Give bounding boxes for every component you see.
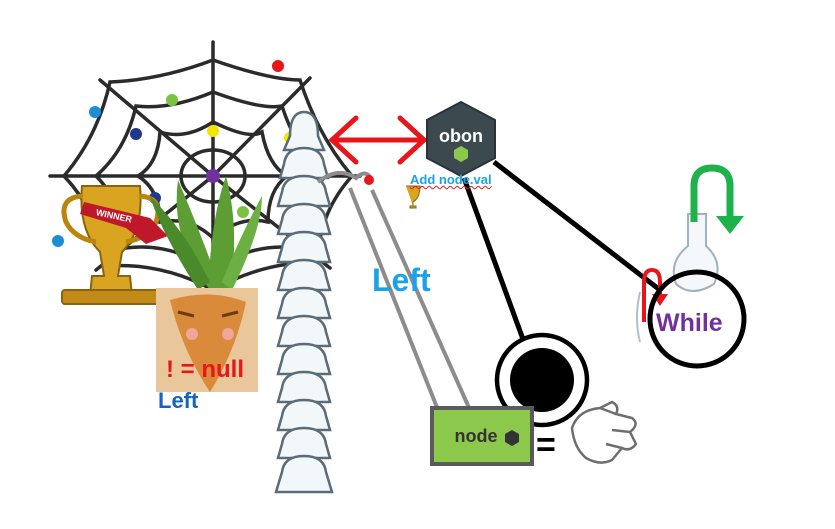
add-node-val-label: Add node.val — [410, 172, 492, 187]
carrot-icon — [150, 176, 262, 392]
equals-sign: = — [536, 426, 556, 464]
node-top-text: obon — [439, 126, 483, 146]
vertebra-column-icon — [274, 110, 334, 494]
bone-connector — [316, 170, 472, 411]
double-arrow-icon — [328, 115, 428, 165]
while-label: While — [656, 309, 723, 337]
small-trophy-icon — [406, 185, 421, 209]
lightbulb-icon — [494, 332, 590, 434]
left-label-large: Left — [372, 262, 431, 298]
trophy-icon: WINNER — [61, 185, 168, 305]
left-label-small: Left — [158, 388, 199, 413]
node-bottom-text: node — [455, 426, 498, 446]
hand-icon — [570, 400, 638, 464]
node-logo-icon: node — [430, 406, 534, 466]
node-hexagon-icon: obon — [426, 100, 496, 178]
not-null-label: ! = null — [166, 356, 244, 383]
connector-lines — [461, 160, 662, 343]
while-circle — [647, 269, 747, 369]
